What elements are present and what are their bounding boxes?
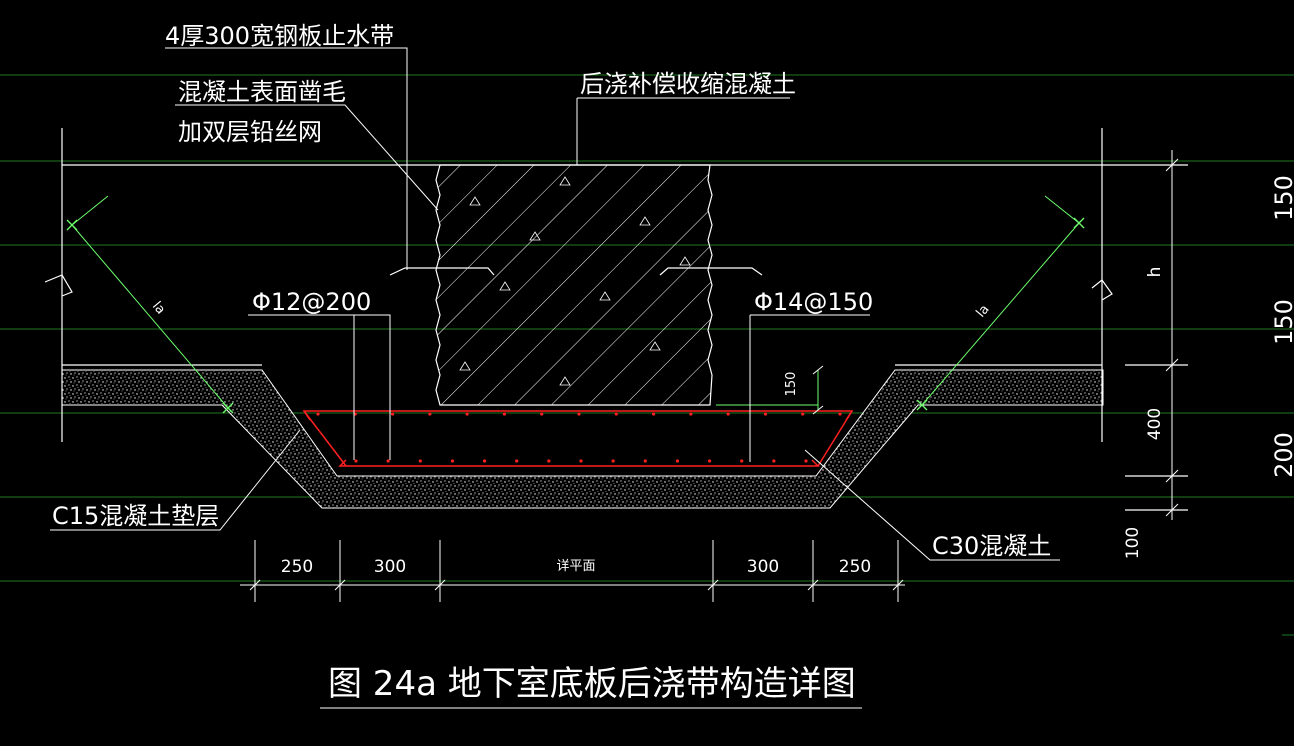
leader-lines	[50, 47, 1060, 561]
label-rebar-left: Φ12@200	[252, 288, 371, 316]
rebar-dot	[577, 412, 581, 416]
steel-waterstop	[389, 267, 763, 276]
dim-bottom-0: 250	[281, 557, 313, 577]
dim-edge-150-mid: 150	[1270, 299, 1294, 345]
post-pour-strip	[435, 164, 713, 406]
rebar-dot	[804, 459, 808, 463]
dim-bottom-3: 300	[747, 557, 779, 577]
label-steel-waterstop: 4厚300宽钢板止水带	[165, 22, 394, 50]
rebar-dot	[772, 459, 776, 463]
dim-edge-200: 200	[1270, 432, 1294, 478]
label-anchor-right: la	[974, 302, 993, 321]
dim-bottom-1: 300	[374, 557, 406, 577]
label-rebar-right: Φ14@150	[754, 288, 873, 316]
label-roughen-line2: 加双层铅丝网	[178, 118, 322, 146]
rebar-dot	[707, 459, 712, 463]
rebar-dots	[316, 412, 842, 463]
dim-150	[812, 365, 824, 415]
rebar-dot	[838, 412, 842, 416]
rebar-dot	[726, 412, 730, 416]
rebar-dot	[689, 412, 693, 416]
anchor-lines	[71, 195, 1080, 410]
dim-bottom-2: 详平面	[556, 559, 595, 574]
dim-right-h: h	[1145, 267, 1165, 278]
rebar-dot	[418, 459, 422, 463]
rebar-dot	[428, 412, 432, 416]
rebar-dot	[482, 459, 487, 463]
anchor-marks	[66, 217, 1085, 414]
rebar-dot	[763, 412, 768, 416]
rebar-dot	[643, 459, 647, 463]
rebar-dot	[450, 459, 455, 463]
c15-cushion-layer	[61, 369, 1104, 509]
dim-edge-150-top: 150	[1270, 175, 1294, 221]
rebar-dot	[547, 459, 551, 463]
label-c15: C15混凝土垫层	[52, 502, 219, 530]
dim-right-400: 400	[1145, 408, 1165, 440]
rebar-dot	[465, 412, 469, 416]
label-c30: C30混凝土	[932, 532, 1051, 560]
rebar-dot	[386, 459, 390, 463]
rebar-dot	[651, 412, 656, 416]
dim-bottom-4: 250	[839, 557, 871, 577]
rebar-dot	[316, 412, 320, 416]
drawing-title: 图 24a 地下室底板后浇带构造详图	[328, 664, 856, 704]
rebar-mesh	[302, 410, 854, 467]
rebar-dot	[579, 459, 583, 463]
rebar-dot	[611, 459, 615, 463]
rebar-dot	[801, 412, 805, 416]
rebar-dot	[540, 412, 544, 416]
rebar-dot	[354, 459, 358, 463]
rebar-dot	[675, 459, 680, 463]
bottom-dimension	[240, 540, 905, 602]
rebar-dot	[502, 412, 507, 416]
label-post-pour: 后浇补偿收缩混凝土	[580, 70, 796, 98]
label-anchor-left: la	[149, 299, 168, 318]
right-dimension	[1165, 150, 1179, 520]
dim-150-text: 150	[784, 372, 799, 397]
rebar-dot	[515, 459, 519, 463]
rebar-dot	[740, 459, 744, 463]
dim-right-100: 100	[1123, 527, 1143, 559]
bottom-dim-ticks	[249, 579, 904, 591]
rebar-dot	[390, 412, 395, 416]
rebar-dot	[614, 412, 618, 416]
label-roughen-line1: 混凝土表面凿毛	[178, 78, 346, 106]
